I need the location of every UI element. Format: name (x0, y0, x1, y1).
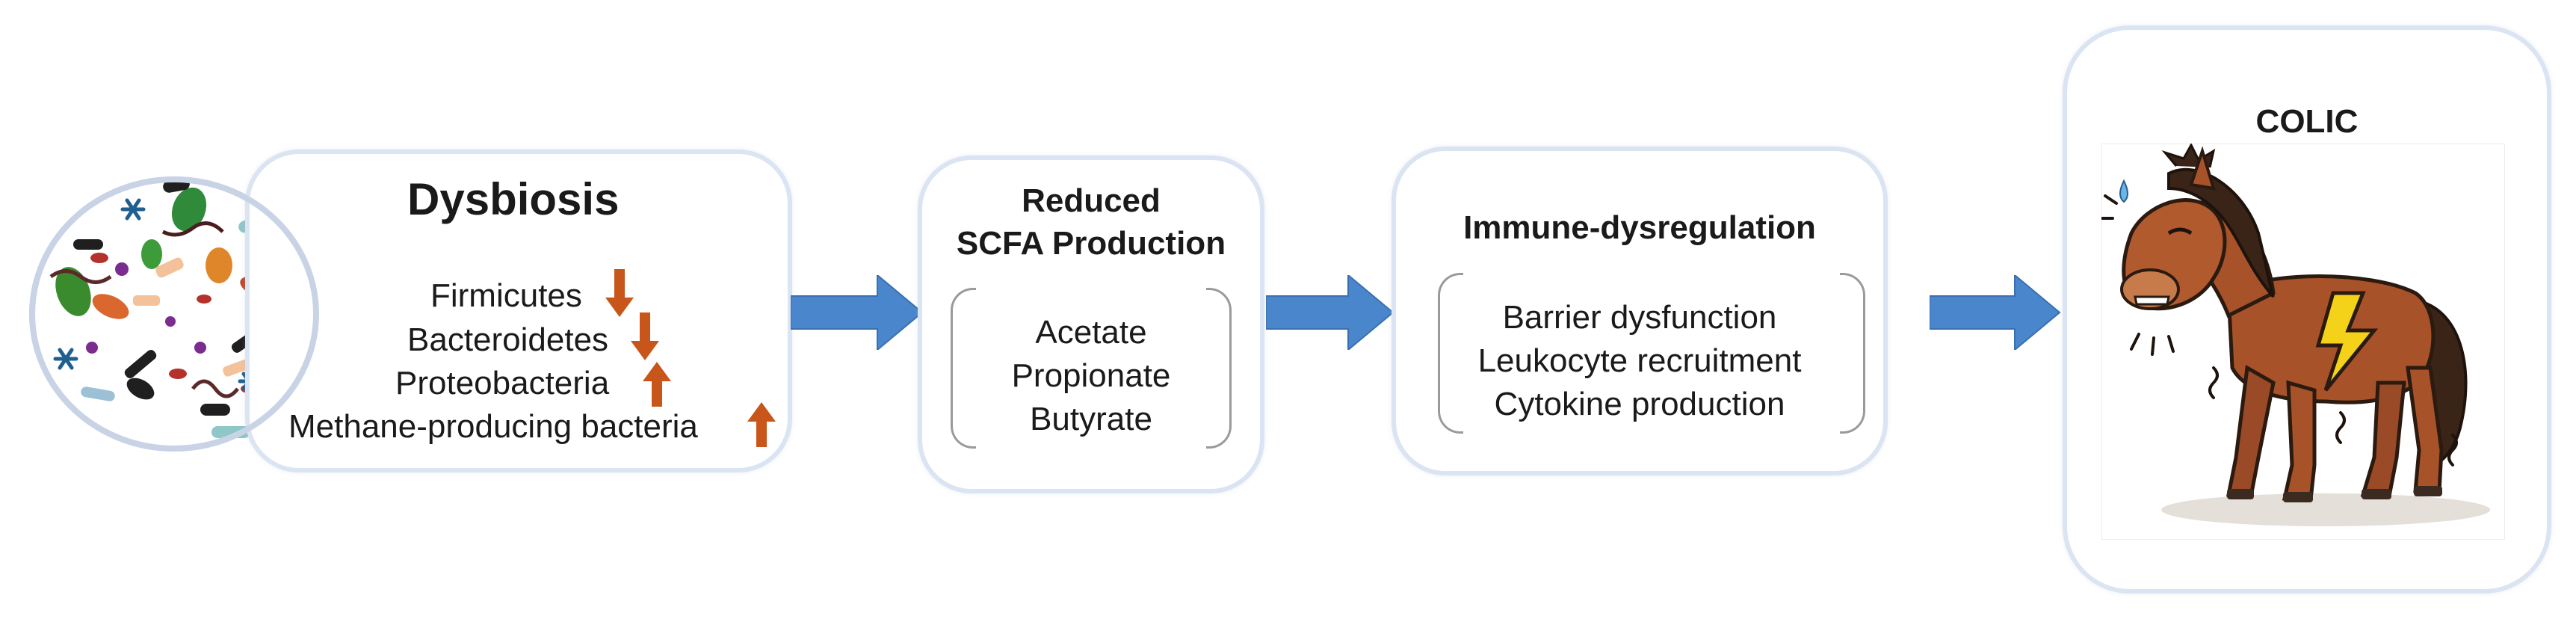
dysbiosis-item-firmicutes: Firmicutes (430, 277, 582, 314)
flow-arrow-1 (791, 275, 924, 350)
colic-title: COLIC (2255, 103, 2359, 140)
dysbiosis-item-methane: Methane-producing bacteria (288, 408, 698, 445)
immune-item-leukocyte: Leukocyte recruitment (1477, 342, 1802, 379)
dysbiosis-title: Dysbiosis (407, 174, 620, 224)
immune-title: Immune-dysregulation (1463, 209, 1816, 246)
down-arrow-icon (605, 269, 634, 317)
scfa-item-butyrate: Butyrate (1030, 401, 1152, 437)
dysbiosis-item-bacteroidetes: Bacteroidetes (407, 321, 609, 358)
horse-illustration (2101, 144, 2505, 540)
flow-arrow-3 (1930, 275, 2061, 350)
up-arrow-icon (643, 362, 671, 407)
scfa-title-line1: Reduced (1022, 182, 1161, 219)
scfa-item-acetate: Acetate (1035, 314, 1147, 351)
scfa-title-line2: SCFA Production (956, 225, 1226, 262)
scfa-item-propionate: Propionate (1011, 357, 1171, 394)
immune-item-barrier: Barrier dysfunction (1502, 299, 1777, 336)
up-arrow-icon (747, 402, 776, 447)
down-arrow-icon (631, 312, 659, 360)
immune-item-cytokine: Cytokine production (1494, 386, 1785, 422)
flow-arrow-2 (1266, 275, 1394, 350)
immune-box (1392, 147, 1888, 475)
dysbiosis-item-proteobacteria: Proteobacteria (395, 365, 610, 401)
